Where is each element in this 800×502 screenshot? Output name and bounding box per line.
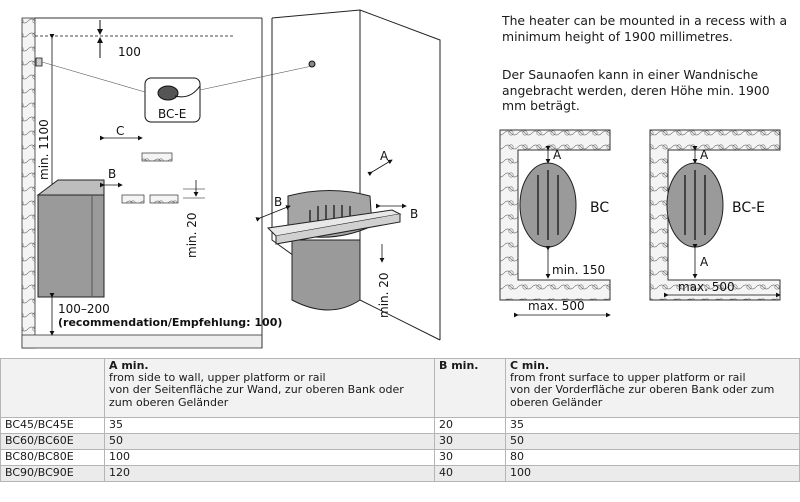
sensor-icon (35, 57, 43, 67)
dim-below-bc: min. 150 (552, 263, 605, 277)
model-bc: BC (590, 200, 609, 216)
cell-c: 50 (505, 433, 800, 450)
heater-body (291, 239, 361, 311)
perspective-view: A B B min. 20 (255, 9, 441, 341)
installation-diagram: 100 min. 1100 BC-E C B min. 20 100–200 (… (21, 9, 781, 349)
label-c: C (116, 124, 124, 138)
cell-b: 30 (434, 433, 506, 450)
dim-top-label: 100 (118, 45, 141, 59)
cell-b: 40 (434, 465, 506, 482)
header-c: C min. from front surface to upper platf… (505, 358, 800, 418)
model-bce: BC-E (732, 200, 765, 216)
floor (21, 334, 263, 349)
cell-a: 100 (104, 449, 435, 466)
upper-bench (141, 152, 173, 162)
label-a-top-bce: A (700, 148, 709, 162)
cell-c: 80 (505, 449, 800, 466)
dim-floor-note: (recommendation/Empfehlung: 100) (58, 316, 282, 329)
label-a-bottom-bce: A (700, 255, 709, 269)
table-row: BC45/BC45E 35 20 35 (0, 417, 800, 434)
dim-height-label: min. 1100 (37, 119, 51, 180)
table-row: BC60/BC60E 50 30 50 (0, 433, 800, 450)
dim-bottom-label: min. 20 (377, 272, 391, 318)
recess-view-bc: A BC min. 150 max. 500 (499, 129, 611, 318)
table-row: BC80/BC80E 100 30 80 (0, 449, 800, 466)
header-b: B min. (434, 358, 506, 418)
cell-model: BC80/BC80E (0, 449, 105, 466)
note-english: The heater can be mounted in a recess wi… (502, 13, 788, 44)
cell-a: 120 (104, 465, 435, 482)
cell-model: BC90/BC90E (0, 465, 105, 482)
left-wall (21, 17, 36, 349)
cell-c: 100 (505, 465, 800, 482)
dim-side-label: min. 20 (185, 212, 199, 258)
sensor-icon-middle (308, 60, 316, 68)
left-side-view: 100 min. 1100 BC-E C B min. 20 100–200 (… (21, 17, 313, 349)
label-a-middle: A (380, 149, 389, 163)
note-german: Der Saunaofen kann in einer Wandnische a… (502, 67, 770, 113)
dim-floor-label: 100–200 (58, 302, 110, 316)
control-unit-icon (157, 85, 179, 101)
dim-width-bce: max. 500 (678, 280, 735, 294)
label-b-middle-left: B (274, 195, 282, 209)
table-header-row: A min. from side to wall, upper platform… (0, 358, 800, 418)
recess-view-bce: A BC-E A max. 500 (649, 129, 781, 301)
cell-a: 50 (104, 433, 435, 450)
rail (121, 194, 145, 204)
cell-c: 35 (505, 417, 800, 434)
cell-model: BC45/BC45E (0, 417, 105, 434)
control-unit-label: BC-E (158, 107, 186, 121)
cell-a: 35 (104, 417, 435, 434)
label-a-bc: A (553, 148, 562, 162)
table-row: BC90/BC90E 120 40 100 (0, 465, 800, 482)
cell-b: 20 (434, 417, 506, 434)
dim-width-bc: max. 500 (528, 299, 585, 313)
clearance-table: A min. from side to wall, upper platform… (0, 358, 800, 482)
cell-model: BC60/BC60E (0, 433, 105, 450)
header-model (0, 358, 105, 418)
heater-side (37, 194, 105, 298)
control-unit-box (144, 77, 201, 123)
label-b-left: B (108, 167, 116, 181)
label-b-middle-right: B (410, 207, 418, 221)
cell-b: 30 (434, 449, 506, 466)
header-a: A min. from side to wall, upper platform… (104, 358, 435, 418)
